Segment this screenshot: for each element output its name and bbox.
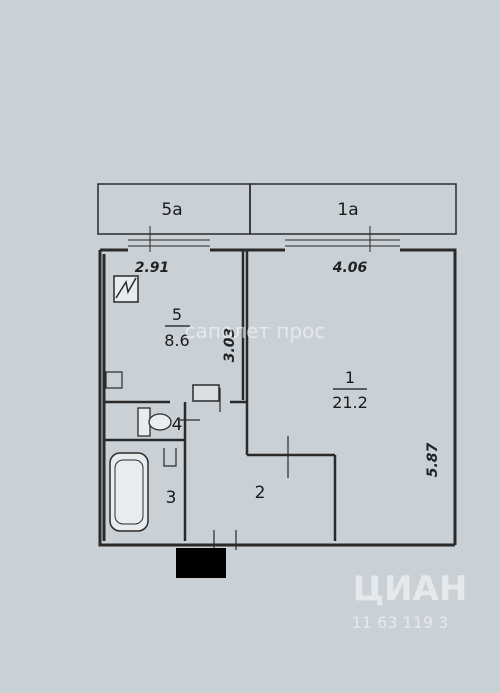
bath-sink-icon xyxy=(163,448,177,467)
living-room-area: 21.2 xyxy=(332,393,368,412)
sink-icon xyxy=(105,371,123,389)
door-marks xyxy=(180,388,289,550)
dimension-living-width: 4.06 xyxy=(332,260,368,276)
interior-walls xyxy=(104,250,337,541)
bathtub-icon xyxy=(109,452,149,532)
outer-walls xyxy=(98,248,457,547)
dimension-kitchen-width: 2.91 xyxy=(135,260,170,276)
hallway-number: 2 xyxy=(255,483,266,503)
kitchen-number: 5 xyxy=(172,305,182,324)
living-room-number: 1 xyxy=(345,368,355,387)
watermark-corner-number: 11 63 119 3 xyxy=(352,613,449,632)
ventilation-shaft-icon xyxy=(113,275,139,303)
window-kitchen xyxy=(128,226,210,252)
kitchen-area: 8.6 xyxy=(164,331,189,350)
toilet-number: 4 xyxy=(172,415,183,435)
stove-icon xyxy=(192,384,220,402)
dimension-kitchen-depth: 3.03 xyxy=(222,328,238,363)
balcony-right-label: 1a xyxy=(337,200,358,220)
watermark-corner: ЦИАН xyxy=(353,569,468,609)
dimension-living-depth: 5.87 xyxy=(425,442,441,477)
balcony-left-label: 5a xyxy=(161,200,182,220)
toilet-icon xyxy=(137,407,172,437)
watermark-center: саполет прос xyxy=(185,319,326,343)
redaction-block xyxy=(176,548,226,578)
window-living xyxy=(285,226,400,252)
bathroom-number: 3 xyxy=(166,488,177,508)
